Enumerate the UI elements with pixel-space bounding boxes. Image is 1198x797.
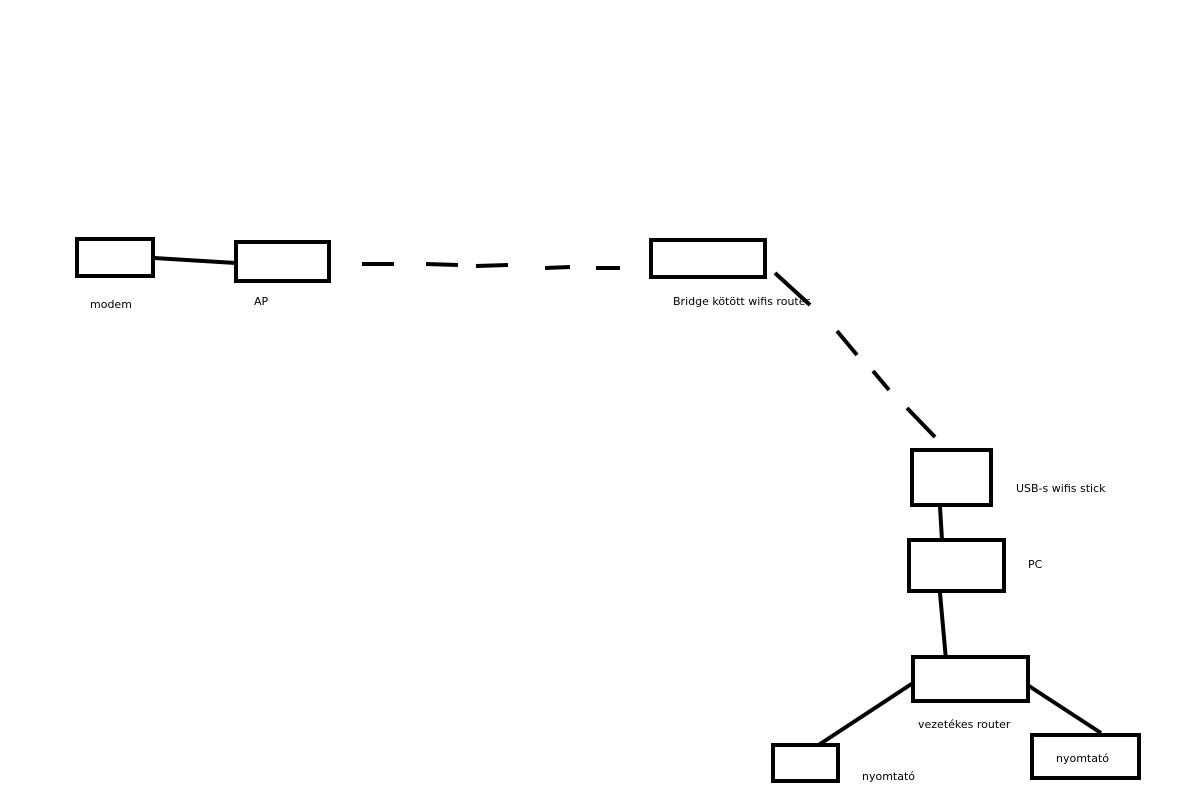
nodes [75, 237, 1141, 783]
link-modem-ap [153, 256, 237, 265]
bridge-router-label: Bridge kötött wifis router [673, 295, 811, 308]
usb-stick-label: USB-s wifis stick [1016, 482, 1106, 495]
link-ap-bridge-router [362, 262, 620, 270]
pc-box [907, 538, 1006, 593]
ap-label: AP [254, 295, 269, 308]
pc-label: PC [1028, 558, 1043, 571]
printer-right-label: nyomtató [1056, 752, 1110, 765]
printer-left-box [771, 743, 840, 783]
wired-router-label: vezetékes router [918, 718, 1011, 731]
modem-label: modem [90, 298, 132, 311]
usb-stick-box [910, 448, 993, 507]
connections [153, 256, 1103, 748]
link-wired-router-printer-right [1027, 684, 1103, 735]
printer-right-box [1030, 733, 1141, 780]
ap-box [234, 240, 331, 283]
wired-router-box [911, 655, 1030, 703]
link-pc-wired-router [938, 592, 948, 661]
link-wired-router-printer-left [815, 681, 915, 748]
printer-left-label: nyomtató [862, 770, 916, 783]
link-bridge-router-usb-stick [773, 271, 937, 439]
modem-box [75, 237, 155, 278]
bridge-router-box [649, 238, 767, 279]
link-usb-stick-pc [938, 506, 944, 541]
